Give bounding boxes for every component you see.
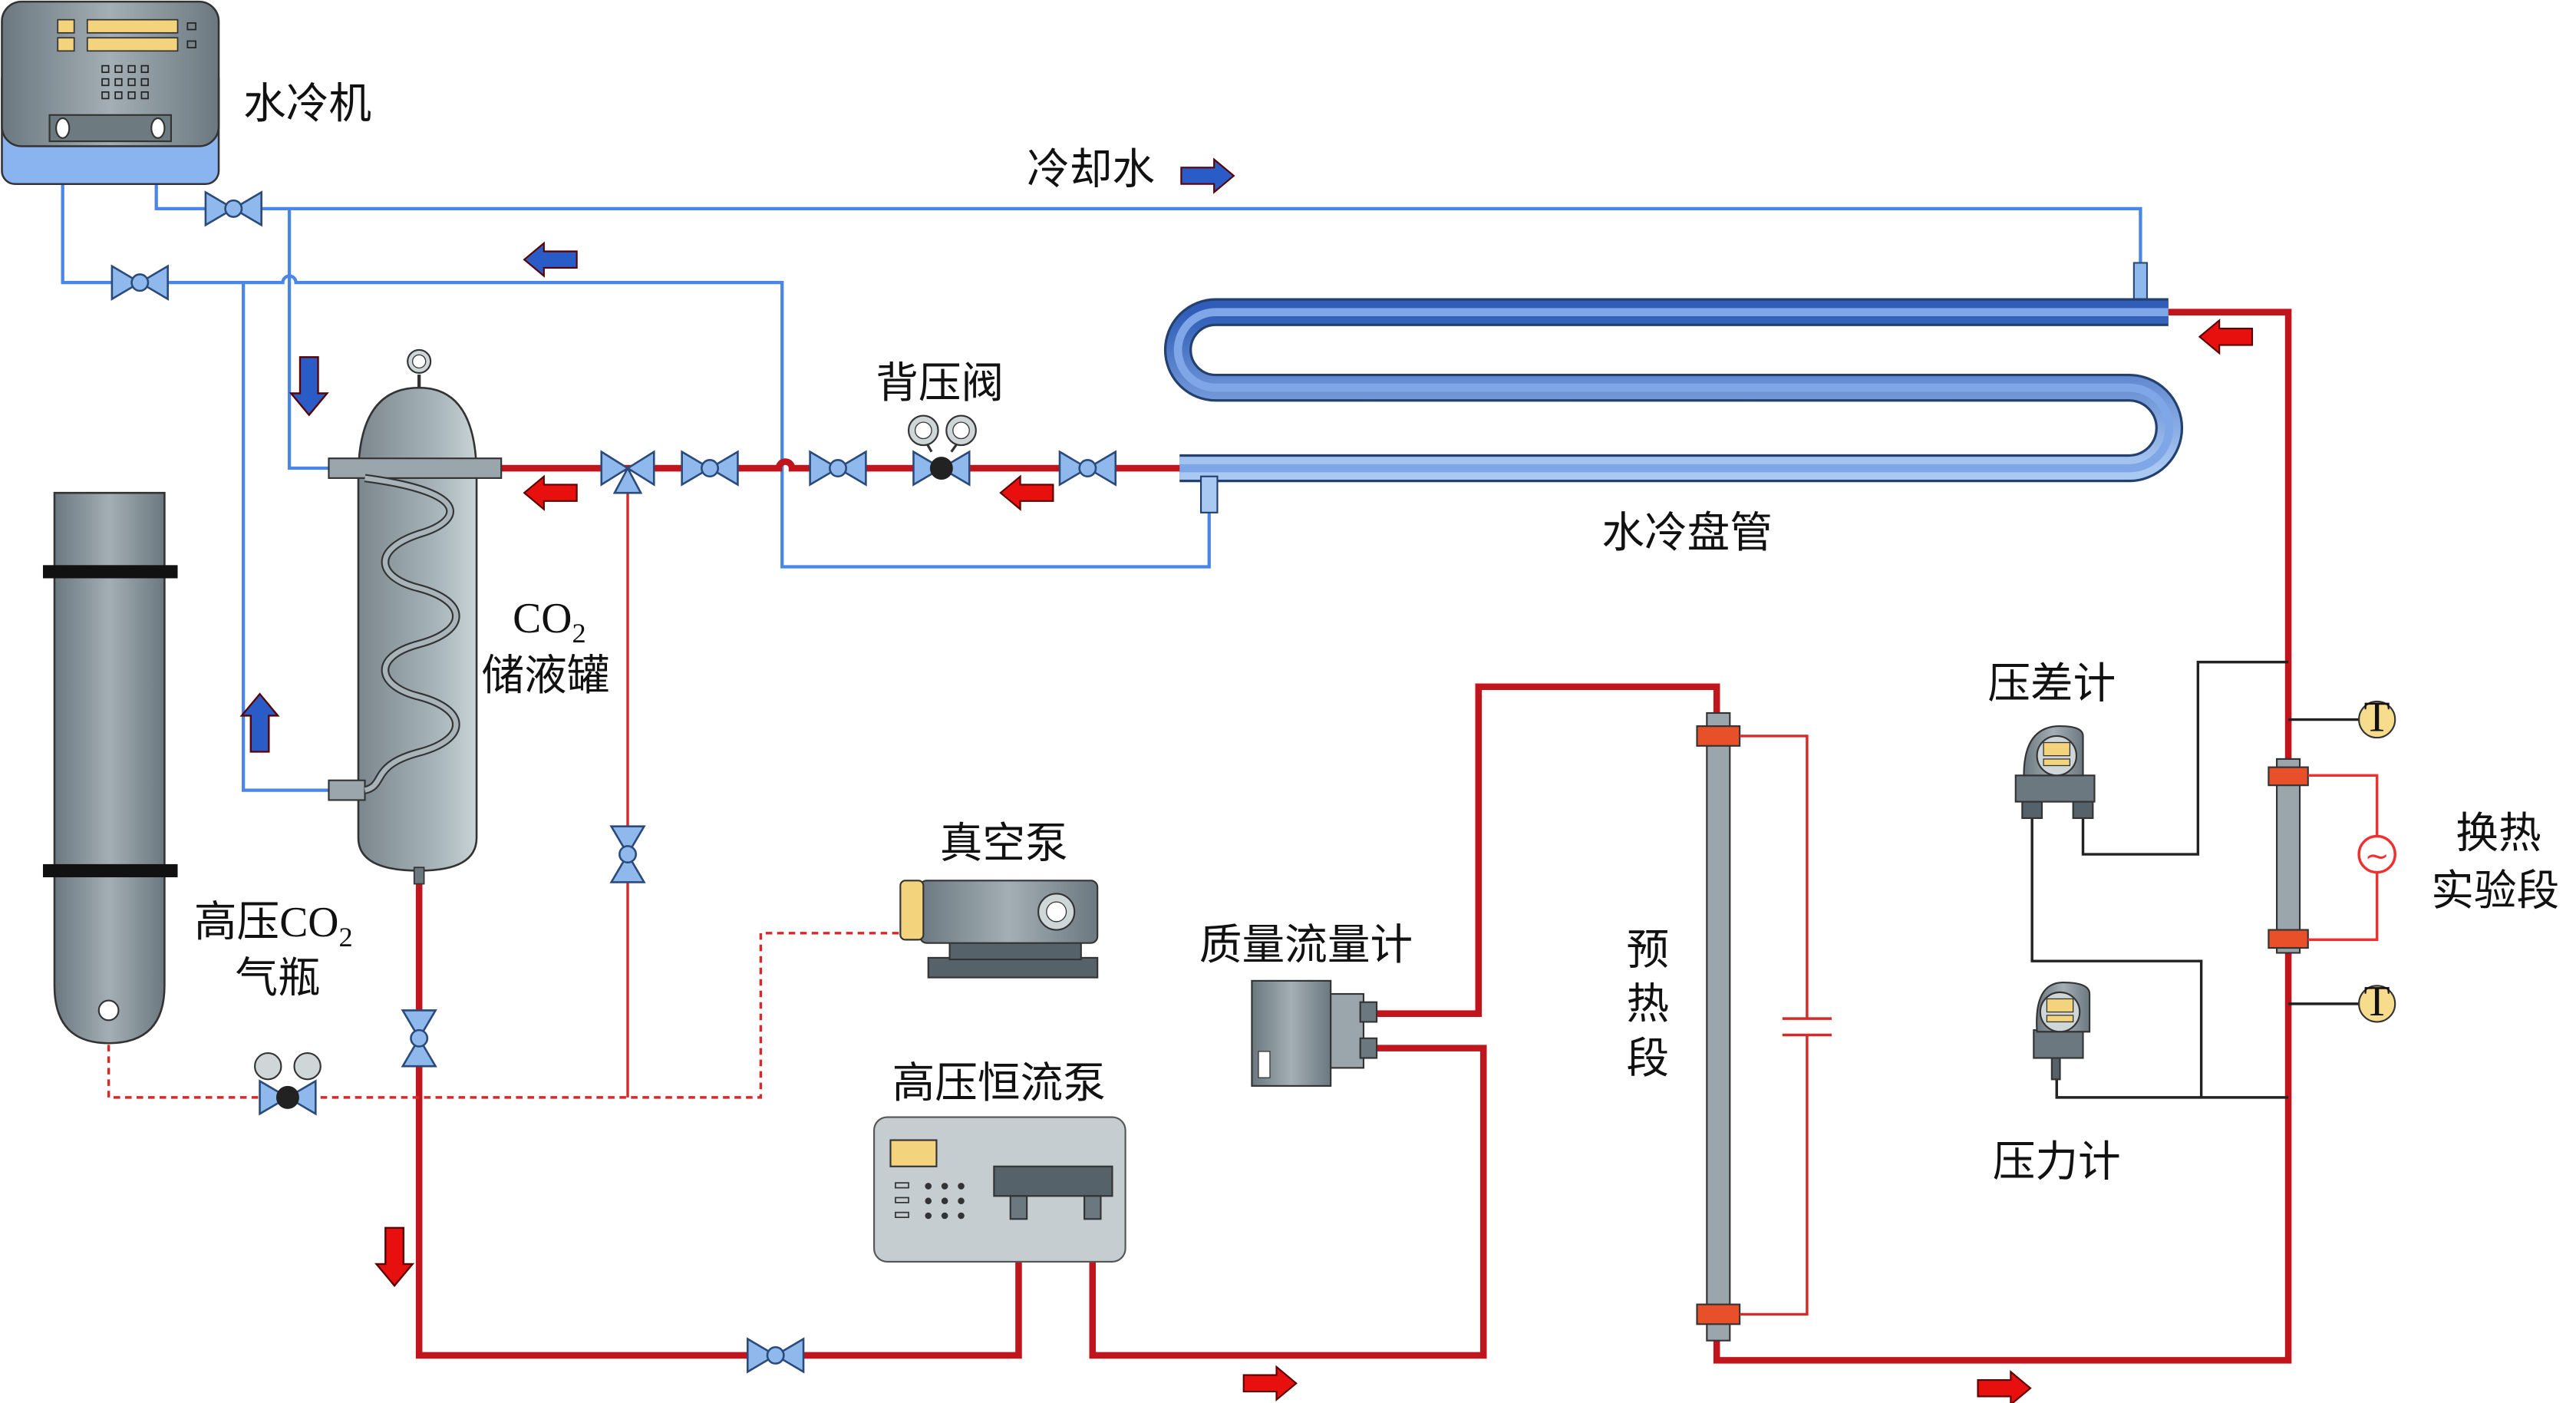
label-vacuum-pump: 真空泵 [940,818,1068,868]
water-valve-supply[interactable] [204,191,262,226]
arrow-down-blue [290,356,328,416]
label-tank-co2: CO2 [513,595,585,649]
three-way-valve[interactable] [600,450,655,494]
arrow-up-blue [240,692,279,753]
vacuum-pump [899,880,1099,979]
tank-water-out-line [241,282,338,792]
co2-storage-tank [328,348,503,885]
water-cooled-coil [1163,298,2184,513]
coil-water-outlet [2132,262,2149,300]
co2-gas-cylinder [42,491,178,1045]
label-test-section-1: 换热 [2456,809,2541,859]
label-preheat-3: 段 [1626,1034,1669,1084]
water-chiller [1,0,220,186]
co2-pump-outlet-line [1089,1045,1487,1359]
arrow-left-red [2198,319,2254,355]
return-water-line [61,141,1211,569]
ac-power-icon [2357,834,2396,874]
label-cooling-water: 冷却水 [1027,145,1155,195]
svg-text:~: ~ [2365,839,2390,873]
arrow-right-red [1242,1365,1298,1401]
high-pressure-pump [873,1116,1126,1263]
arrow-left-red [999,475,1054,510]
co2-tank-outlet-line [415,867,1022,1359]
co2-coil-inlet-line [1713,309,2292,1364]
label-back-pressure-valve: 背压阀 [876,358,1004,408]
label-coil: 水冷盘管 [1601,508,1773,558]
heat-transfer-test-section: ~ [2268,758,2396,954]
svg-text:T: T [2364,978,2390,1025]
mass-flow-meter [1251,979,1378,1087]
label-cylinder-co2: 高压CO2 [194,899,353,952]
pressure-gauge [2033,981,2091,1081]
arrow-right-red [1977,1371,2032,1403]
label-mass-flow-meter: 质量流量计 [1199,920,1413,970]
co2-valve[interactable] [681,451,739,486]
svg-text:T: T [2364,694,2390,741]
arrow-left-red [523,475,578,510]
back-pressure-valve[interactable] [907,414,977,486]
label-cylinder: 气瓶 [235,953,320,1003]
water-valve-return[interactable] [110,265,169,300]
tank-water-in-line [287,208,338,470]
thermocouple-outlet: T [2288,978,2396,1025]
co2-return-line [501,458,1180,472]
cylinder-valve[interactable] [610,825,645,883]
arrow-right-blue [1180,158,1235,193]
differential-pressure-gauge [2014,725,2096,820]
label-hp-pump: 高压恒流泵 [892,1058,1106,1108]
co2-valve[interactable] [809,451,867,486]
label-preheat-1: 预 [1626,925,1669,975]
pressure-regulator[interactable] [254,1052,322,1115]
tank-outlet-valve[interactable] [401,1009,437,1068]
co2-lines [107,309,2292,1364]
preheat-section [1696,711,1832,1342]
gauge-tubing [2030,660,2289,1099]
label-water-chiller: 水冷机 [243,79,371,129]
co2-flow-arrows [375,319,2254,1403]
label-preheat-2: 热 [1626,979,1669,1029]
label-pressure-gauge: 压力计 [1993,1137,2121,1187]
label-test-section-2: 实验段 [2431,866,2559,916]
vacuum-dashed-line [107,932,901,1099]
arrow-down-red [375,1226,414,1287]
co2-flowmeter-outlet-line [1377,683,1720,1017]
label-tank: 储液罐 [482,651,610,701]
co2-valve[interactable] [1058,451,1117,486]
label-dp-gauge: 压差计 [1987,659,2116,709]
arrow-left-blue [523,242,578,277]
pump-inlet-valve[interactable] [746,1338,805,1373]
thermocouple-inlet: T [2288,694,2396,741]
